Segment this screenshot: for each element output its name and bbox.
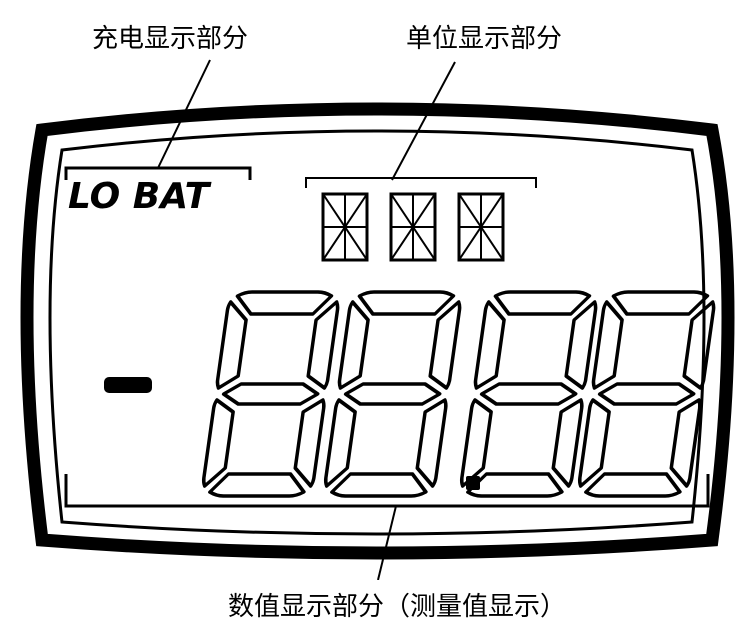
value-bracket (64, 474, 710, 508)
lcd-diagram: LO BAT (20, 59, 735, 580)
digit-2 (323, 290, 462, 498)
unit-display-label: 单位显示部分 (406, 24, 563, 54)
unit-leader-line (391, 61, 456, 181)
digit-3 (459, 290, 598, 498)
unit-char-2 (389, 192, 437, 262)
digit-1 (201, 290, 340, 498)
low-battery-indicator: LO BAT (68, 176, 212, 217)
charge-bracket (64, 166, 252, 180)
unit-char-3 (457, 192, 505, 262)
digit-4 (577, 290, 716, 498)
value-leader-line (377, 505, 397, 580)
unit-bracket (305, 177, 537, 188)
charge-display-label: 充电显示部分 (92, 24, 249, 54)
value-display-label: 数值显示部分（测量值显示） (228, 592, 567, 622)
unit-char-1 (321, 192, 369, 262)
lcd-bezel (20, 102, 735, 560)
minus-sign (104, 377, 152, 393)
